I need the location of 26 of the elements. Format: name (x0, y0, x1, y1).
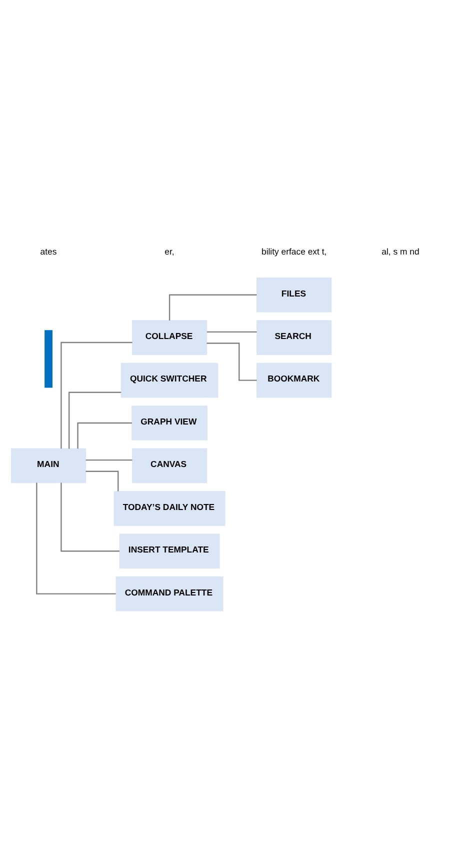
node-box: QUICK SWITCHER (120, 362, 218, 398)
node-box: SEARCH (256, 320, 332, 355)
node-box: INSERT TEMPLATE (119, 534, 220, 569)
node-box: TODAY’S DAILY NOTE (114, 491, 226, 526)
label: bility erface ext t, (262, 246, 327, 256)
node-box: MAIN (10, 448, 86, 484)
connector (86, 459, 132, 461)
node-box: CANVAS (132, 448, 208, 484)
connector (168, 294, 257, 320)
label: al, s m nd (382, 246, 420, 256)
node-bar (44, 330, 52, 388)
label: ates (40, 246, 57, 256)
node-box: GRAPH VIEW (132, 406, 208, 440)
node-box: BOOKMARK (256, 362, 332, 398)
connector (206, 331, 257, 332)
connector (36, 482, 116, 594)
connector (77, 422, 132, 449)
connector (68, 392, 122, 449)
node-box: COMMAND PALETTE (116, 576, 224, 612)
node-box: COLLAPSE (132, 320, 208, 355)
node-box: FILES (256, 277, 332, 312)
connector (86, 470, 119, 492)
label: er, (164, 246, 174, 256)
connector (60, 342, 132, 449)
connector (206, 342, 257, 381)
connector (60, 482, 120, 552)
